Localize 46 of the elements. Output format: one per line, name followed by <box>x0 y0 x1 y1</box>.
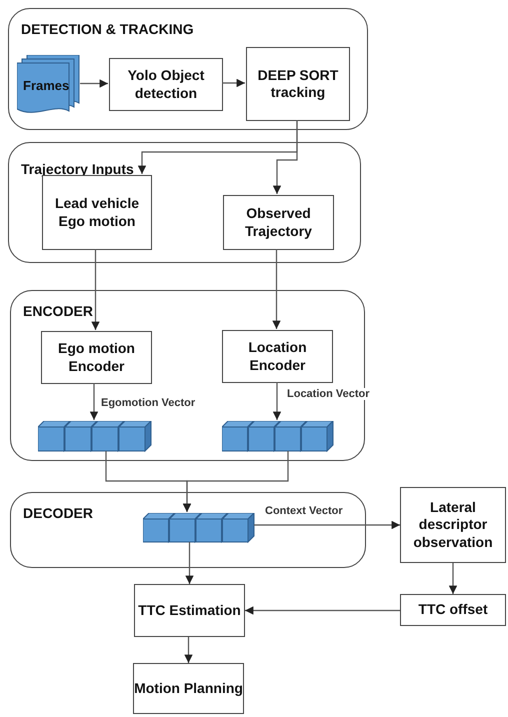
arrow <box>272 249 281 329</box>
box-label: Lead vehicle Ego motion <box>54 195 140 230</box>
process-box <box>133 663 244 714</box>
process-box <box>223 195 334 250</box>
arrow <box>182 451 289 512</box>
arrow <box>245 606 400 615</box>
arrow <box>222 78 245 88</box>
process-box <box>42 175 152 250</box>
arrow <box>448 563 458 594</box>
process-box <box>222 330 333 383</box>
process-box <box>109 58 223 111</box>
process-box <box>246 47 350 121</box>
process-box <box>400 594 506 626</box>
arrow <box>254 520 400 530</box>
process-box <box>134 584 245 637</box>
vector-cubes-drawing <box>222 421 334 452</box>
box-label: TTC offset <box>418 601 488 619</box>
box-label: TTC Estimation <box>138 602 241 620</box>
process-box <box>41 331 152 384</box>
arrow <box>90 383 98 420</box>
arrow <box>91 249 100 330</box>
arrow <box>272 382 282 420</box>
group-heading: DECODER <box>23 505 94 521</box>
vector-cubes-drawing <box>143 513 255 543</box>
box-label: Ego motion Encoder <box>57 340 136 375</box>
arrow <box>184 637 193 663</box>
edge-label: Egomotion Vector <box>100 397 196 409</box>
arrow <box>272 120 298 194</box>
group-heading: ENCODER <box>23 303 94 319</box>
document-label: Frames <box>23 78 70 94</box>
arrow <box>80 79 108 88</box>
arrow <box>185 542 194 584</box>
box-label: Observed Trajectory <box>244 205 313 240</box>
box-label: Yolo Object detection <box>126 67 206 102</box>
process-box <box>400 487 506 563</box>
box-label: Motion Planning <box>134 680 243 698</box>
vector-cubes-drawing <box>38 421 152 452</box>
group-panel <box>8 8 368 130</box>
group-panel <box>8 142 361 263</box>
box-label: Location Encoder <box>247 339 308 374</box>
box-label: Lateral descriptor observation <box>412 498 494 552</box>
group-heading: DETECTION & TRACKING <box>21 21 194 37</box>
edge-label: Location Vector <box>286 388 371 400</box>
group-heading: Trajectory Inputs <box>21 161 134 177</box>
box-label: DEEP SORT tracking <box>256 66 340 102</box>
edge-label: Context Vector <box>264 505 344 517</box>
